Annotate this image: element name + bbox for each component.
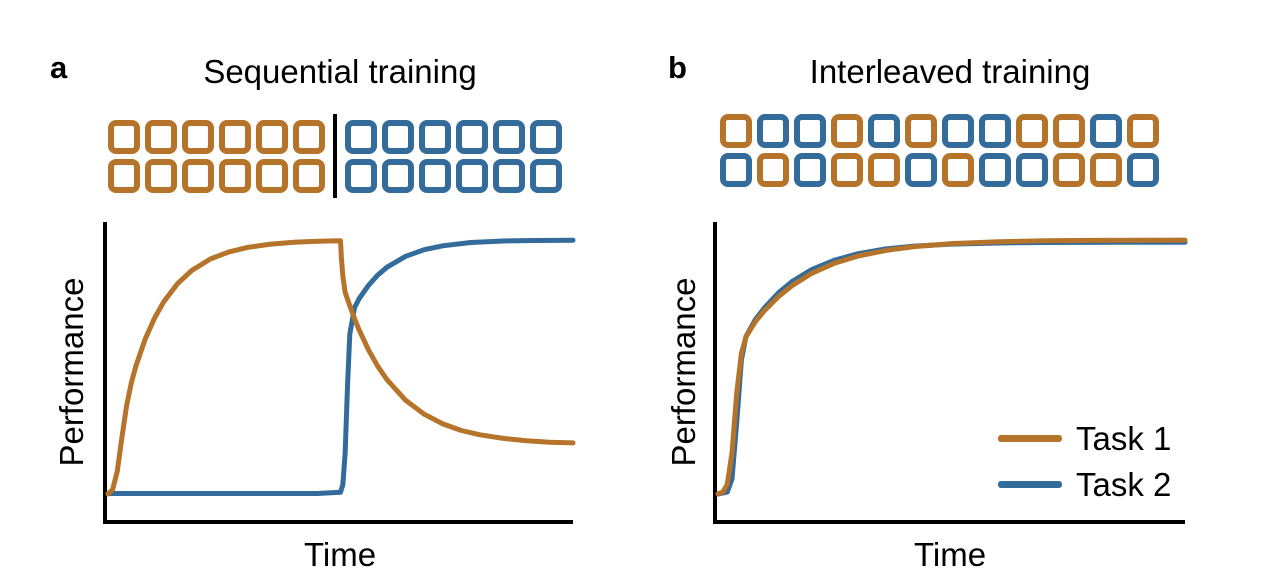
- training-trial-square-t1: [293, 119, 325, 154]
- training-trial-square-t1: [1090, 153, 1122, 187]
- training-trial-square-t2: [345, 158, 377, 193]
- performance-plot-interleaved: [713, 222, 1188, 524]
- training-trial-square-t1: [219, 119, 251, 154]
- training-trial-square-t2: [382, 158, 414, 193]
- training-trial-square-t2: [456, 158, 488, 193]
- training-trial-square-t2: [382, 119, 414, 154]
- training-trial-square-t1: [757, 153, 789, 187]
- training-trial-square-t2: [493, 119, 525, 154]
- curve-task2: [105, 237, 576, 496]
- y-axis-label-performance-b: Performance: [665, 277, 702, 467]
- legend-line-task1-icon: [998, 434, 1062, 442]
- training-blocks-interleaved: [720, 114, 1159, 187]
- training-trial-square-t2: [979, 114, 1011, 148]
- training-trial-square-t2: [794, 114, 826, 148]
- panel-a-title: Sequential training: [203, 53, 477, 90]
- training-trial-square-t1: [1127, 114, 1159, 148]
- training-trial-square-t2: [757, 114, 789, 148]
- training-trial-square-t2: [905, 153, 937, 187]
- training-trial-square-t1: [1016, 114, 1048, 148]
- training-blocks-sequential: [108, 114, 562, 198]
- training-trial-square-t1: [219, 158, 251, 193]
- training-trial-square-t1: [108, 158, 140, 193]
- training-trial-square-t2: [868, 114, 900, 148]
- training-trial-square-t2: [530, 158, 562, 193]
- training-trial-square-t1: [905, 114, 937, 148]
- training-trial-square-t1: [145, 119, 177, 154]
- training-trial-square-t2: [1016, 153, 1048, 187]
- training-trial-square-t1: [1053, 153, 1085, 187]
- training-trial-square-t1: [145, 158, 177, 193]
- training-trial-square-t1: [1053, 114, 1085, 148]
- performance-plot-sequential: [103, 222, 576, 524]
- training-trial-square-t1: [293, 158, 325, 193]
- training-trial-square-t1: [182, 119, 214, 154]
- legend-label-task2: Task 2: [1076, 465, 1172, 503]
- training-trial-square-t2: [942, 114, 974, 148]
- legend-item-task2: Task 2: [998, 461, 1171, 507]
- training-trial-square-t1: [831, 153, 863, 187]
- training-trial-square-t2: [419, 119, 451, 154]
- legend-item-task1: Task 1: [998, 415, 1171, 461]
- curve-task1: [105, 238, 576, 497]
- training-trial-square-t1: [720, 114, 752, 148]
- training-trial-square-t2: [720, 153, 752, 187]
- training-trial-square-t2: [419, 158, 451, 193]
- training-trial-square-t2: [345, 119, 377, 154]
- axes-spines: [103, 222, 573, 524]
- legend-label-task1: Task 1: [1076, 419, 1172, 457]
- legend: Task 1 Task 2: [998, 415, 1171, 507]
- training-trial-square-t1: [942, 153, 974, 187]
- training-trial-square-t2: [794, 153, 826, 187]
- curve-task1: [715, 237, 1188, 497]
- training-trial-square-t2: [1090, 114, 1122, 148]
- training-trial-square-t2: [979, 153, 1011, 187]
- training-trial-square-t1: [182, 158, 214, 193]
- x-axis-label-time-b: Time: [913, 536, 987, 573]
- x-axis-label-time-a: Time: [303, 536, 377, 573]
- training-trial-square-t1: [108, 119, 140, 154]
- legend-line-task2-icon: [998, 480, 1062, 488]
- training-trial-square-t1: [256, 119, 288, 154]
- training-trial-square-t1: [868, 153, 900, 187]
- panel-a-label: a: [50, 50, 68, 85]
- training-trial-square-t2: [493, 158, 525, 193]
- panel-b-title: Interleaved training: [809, 53, 1091, 90]
- training-trial-square-t1: [831, 114, 863, 148]
- training-trial-square-t2: [1127, 153, 1159, 187]
- panel-b-label: b: [668, 50, 687, 85]
- task-divider-line: [333, 114, 337, 198]
- axes-spines: [713, 222, 1185, 524]
- training-trial-square-t2: [530, 119, 562, 154]
- y-axis-label-performance-a: Performance: [53, 277, 90, 467]
- training-trial-square-t1: [256, 158, 288, 193]
- training-trial-square-t2: [456, 119, 488, 154]
